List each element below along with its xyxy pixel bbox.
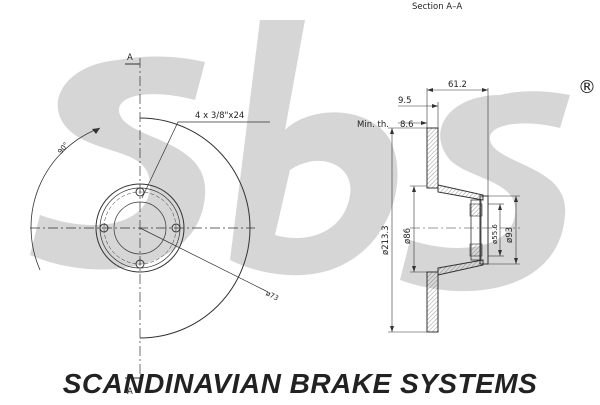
- dim-overall-height: 61.2: [448, 80, 467, 90]
- section-dimensions: [388, 88, 520, 333]
- angle-label: 90°: [56, 141, 70, 156]
- section-marker-top: A: [127, 53, 133, 63]
- section-title: Section A–A: [412, 2, 462, 12]
- pitch-circle-label: ø73: [264, 290, 279, 303]
- angle-arrowhead: [92, 128, 100, 134]
- bolt-pattern-label: 4 x 3/8"x24: [195, 111, 244, 121]
- hat-outer-circle: [95, 183, 185, 273]
- section-view: [410, 127, 520, 333]
- sbs-watermark-logo: [30, 20, 570, 292]
- hat-flange: [479, 195, 489, 265]
- dia-bore-label: ø55.6: [491, 224, 499, 244]
- rim-section-upper: [426, 127, 439, 189]
- hat-wall-upper: [437, 184, 484, 201]
- logo-letter-b: [230, 20, 398, 276]
- logo-letter-s1: [30, 56, 206, 270]
- dim-hat-thickness: 9.5: [398, 96, 412, 106]
- disc-outer-edge: [139, 117, 251, 339]
- brand-tagline: SCANDINAVIAN BRAKE SYSTEMS: [63, 368, 538, 399]
- dimension-arrowheads: [390, 88, 518, 332]
- registered-mark: ®: [578, 77, 596, 98]
- min-thickness-label: Min. th.: [357, 120, 389, 130]
- bolt-pattern-leader: [141, 121, 270, 199]
- pitch-circle: [103, 191, 177, 265]
- hub-face: [470, 199, 482, 261]
- center-bore: [113, 201, 167, 255]
- bolt-hole-right: [171, 223, 181, 233]
- bolt-hole-left: [99, 223, 109, 233]
- dia-hub-label: ø93: [505, 227, 515, 243]
- stud-section-upper: [469, 203, 483, 217]
- dia-outer-label: ø213.3: [381, 225, 391, 255]
- angle-arc: [30, 127, 101, 271]
- pitch-circle-leader: [139, 227, 269, 293]
- rim-section-lower: [426, 271, 439, 333]
- front-view: [30, 58, 270, 385]
- bolt-hole-bottom: [135, 259, 145, 269]
- logo-letter-s2: [400, 91, 570, 292]
- hat-wall-lower: [437, 259, 484, 276]
- bolt-hole-top: [135, 187, 145, 197]
- min-thickness-value: 8.6: [400, 120, 414, 130]
- section-marker-bottom: A: [127, 387, 133, 397]
- dia-hat-label: ø86: [403, 228, 413, 244]
- stud-section-lower: [469, 243, 483, 257]
